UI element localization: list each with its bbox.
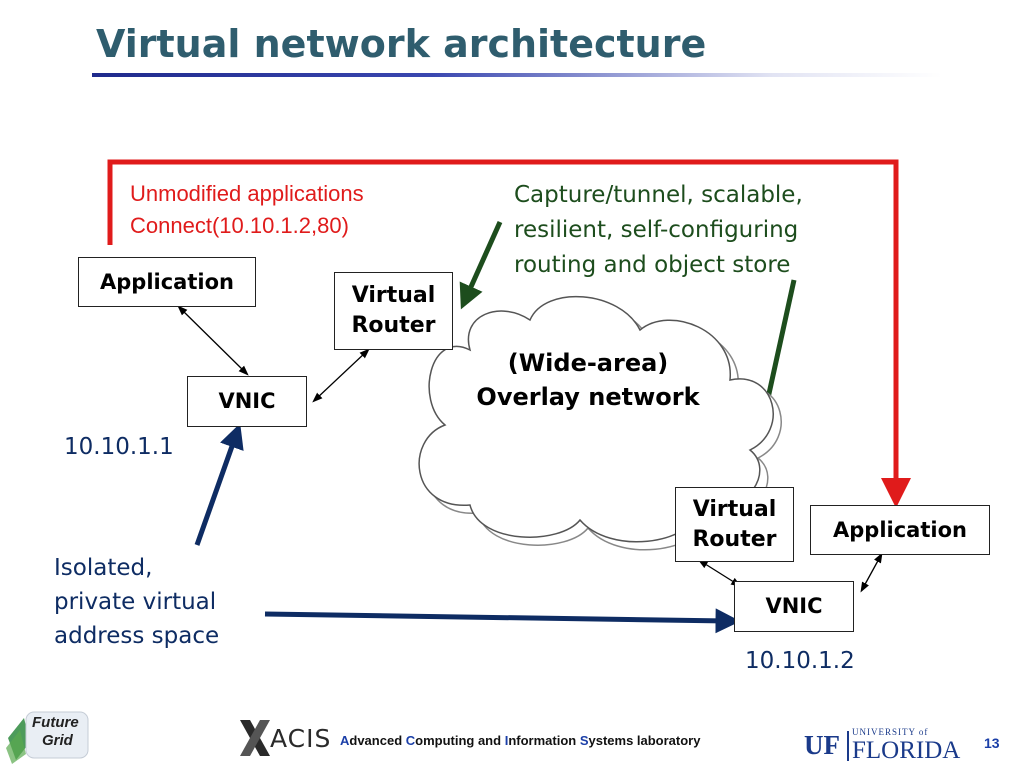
- lab-rest-s: ystems laboratory: [588, 733, 701, 748]
- green-note-line-1: Capture/tunnel, scalable,: [514, 182, 803, 208]
- overlay-network-label: (Wide-area) Overlay network: [440, 346, 736, 414]
- lab-rest-c: omputing and: [415, 733, 505, 748]
- top-router-line-2: Router: [351, 313, 436, 338]
- blue-arrow-to-right-vnic: [264, 608, 741, 634]
- bottom-router-line-2: Router: [692, 527, 777, 552]
- top-router-line-1: Virtual: [351, 283, 436, 308]
- left-ip-address: 10.10.1.1: [64, 434, 174, 460]
- top-virtual-router-box: Virtual Router: [334, 272, 453, 350]
- red-note-line-1: Unmodified applications: [130, 181, 364, 206]
- title-underline: [92, 73, 942, 77]
- connector-router-vnic-right: [697, 559, 742, 587]
- connector-vnic-router-left: [312, 348, 370, 403]
- green-arrow-to-router: [459, 220, 503, 310]
- bottom-virtual-router-box: Virtual Router: [675, 487, 794, 562]
- page-number: 13: [984, 735, 1000, 751]
- iso-line-3: address space: [54, 623, 220, 649]
- lab-rest-i: nformation: [508, 733, 580, 748]
- lab-cap-a: A: [340, 733, 350, 748]
- iso-line-2: private virtual: [54, 589, 217, 615]
- slide-title: Virtual network architecture: [96, 22, 707, 66]
- uf-logo-florida: FLORIDA: [852, 737, 961, 764]
- green-note-line-2: resilient, self-configuring: [514, 217, 799, 243]
- unmodified-apps-note: Unmodified applications Connect(10.10.1.…: [130, 178, 364, 242]
- acis-logo-text: ACIS: [270, 724, 332, 753]
- lab-cap-i: I: [504, 733, 509, 748]
- connector-app-vnic-right: [860, 552, 883, 593]
- capture-tunnel-note: Capture/tunnel, scalable, resilient, sel…: [514, 178, 803, 283]
- iso-line-1: Isolated,: [54, 555, 153, 581]
- red-note-line-2: Connect(10.10.1.2,80): [130, 213, 349, 238]
- green-note-line-3: routing and object store: [514, 252, 791, 278]
- uf-logo-divider: [847, 731, 849, 761]
- bottom-router-line-1: Virtual: [692, 497, 777, 522]
- uf-logo-university-of: UNIVERSITY of: [852, 727, 929, 737]
- acis-x-icon: [240, 720, 270, 756]
- futuregrid-logo: Future Grid: [4, 708, 92, 766]
- left-vnic-box: VNIC: [187, 376, 307, 427]
- lab-cap-c: C: [405, 733, 416, 748]
- cloud-line-1: (Wide-area): [507, 349, 669, 377]
- right-vnic-box: VNIC: [734, 581, 854, 632]
- futuregrid-word-2: Grid: [42, 732, 73, 749]
- uf-logo-mark: UF: [804, 730, 840, 760]
- lab-rest-a: dvanced: [349, 733, 406, 748]
- lab-name: Advanced Computing and Information Syste…: [340, 733, 700, 748]
- connector-app-vnic-left: [177, 305, 249, 376]
- right-application-box: Application: [810, 505, 990, 555]
- right-ip-address: 10.10.1.2: [745, 648, 855, 674]
- blue-arrow-to-left-vnic: [194, 423, 244, 546]
- lab-cap-s: S: [579, 733, 589, 748]
- left-application-box: Application: [78, 257, 256, 307]
- cloud-line-2: Overlay network: [476, 383, 700, 411]
- futuregrid-word-1: Future: [32, 714, 79, 731]
- isolated-address-space-note: Isolated, private virtual address space: [54, 551, 219, 653]
- red-connection-arrow: [107, 159, 911, 508]
